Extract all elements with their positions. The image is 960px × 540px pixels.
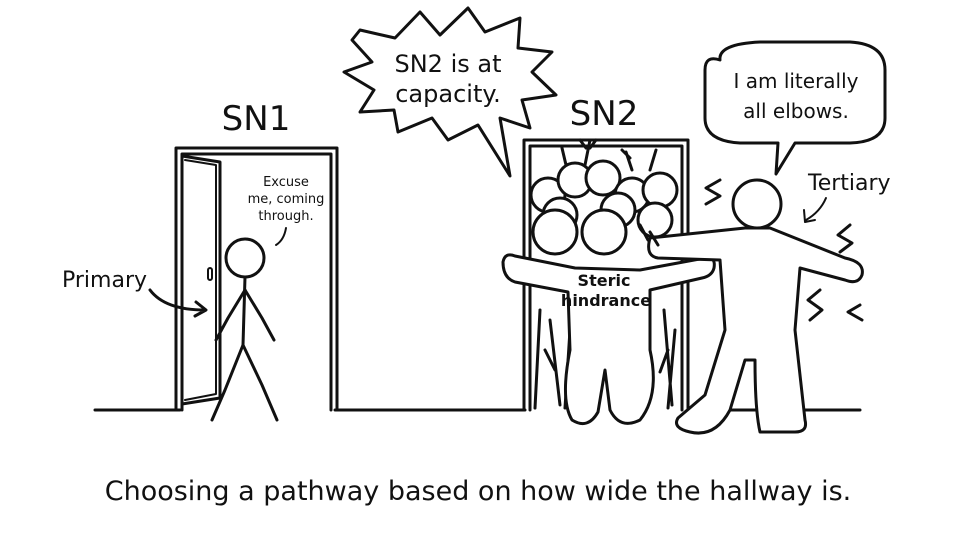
sn2-shout-bubble: SN2 is at capacity. (342, 6, 558, 178)
primary-arrow (148, 288, 208, 318)
sn1-doorway (174, 146, 339, 412)
svg-text:all elbows.: all elbows. (743, 99, 849, 123)
tertiary-arrow (803, 197, 827, 223)
primary-speech-tail (275, 227, 287, 246)
svg-text:through.: through. (258, 209, 313, 224)
sn1-label: SN1 (222, 99, 291, 139)
elbow-motion-marks (704, 178, 864, 322)
primary-label: Primary (62, 268, 147, 293)
svg-text:Excuse: Excuse (263, 175, 309, 190)
primary-stick-figure (210, 237, 279, 422)
sn2-label: SN2 (570, 94, 639, 134)
svg-text:I am literally: I am literally (733, 69, 858, 93)
sn2-front-figure (501, 208, 716, 426)
tertiary-speech-bubble: I am literally all elbows. (703, 40, 887, 176)
primary-speech-text: Excuse me, coming through. (248, 175, 325, 224)
steric-label-line2: hindrance (561, 291, 651, 310)
tertiary-label: Tertiary (807, 171, 891, 196)
svg-text:capacity.: capacity. (395, 80, 501, 108)
svg-text:me, coming: me, coming (248, 192, 325, 207)
caption: Choosing a pathway based on how wide the… (105, 476, 852, 507)
svg-text:SN2 is at: SN2 is at (394, 50, 501, 78)
tertiary-figure (638, 178, 864, 435)
steric-label-line1: Steric (578, 271, 631, 290)
